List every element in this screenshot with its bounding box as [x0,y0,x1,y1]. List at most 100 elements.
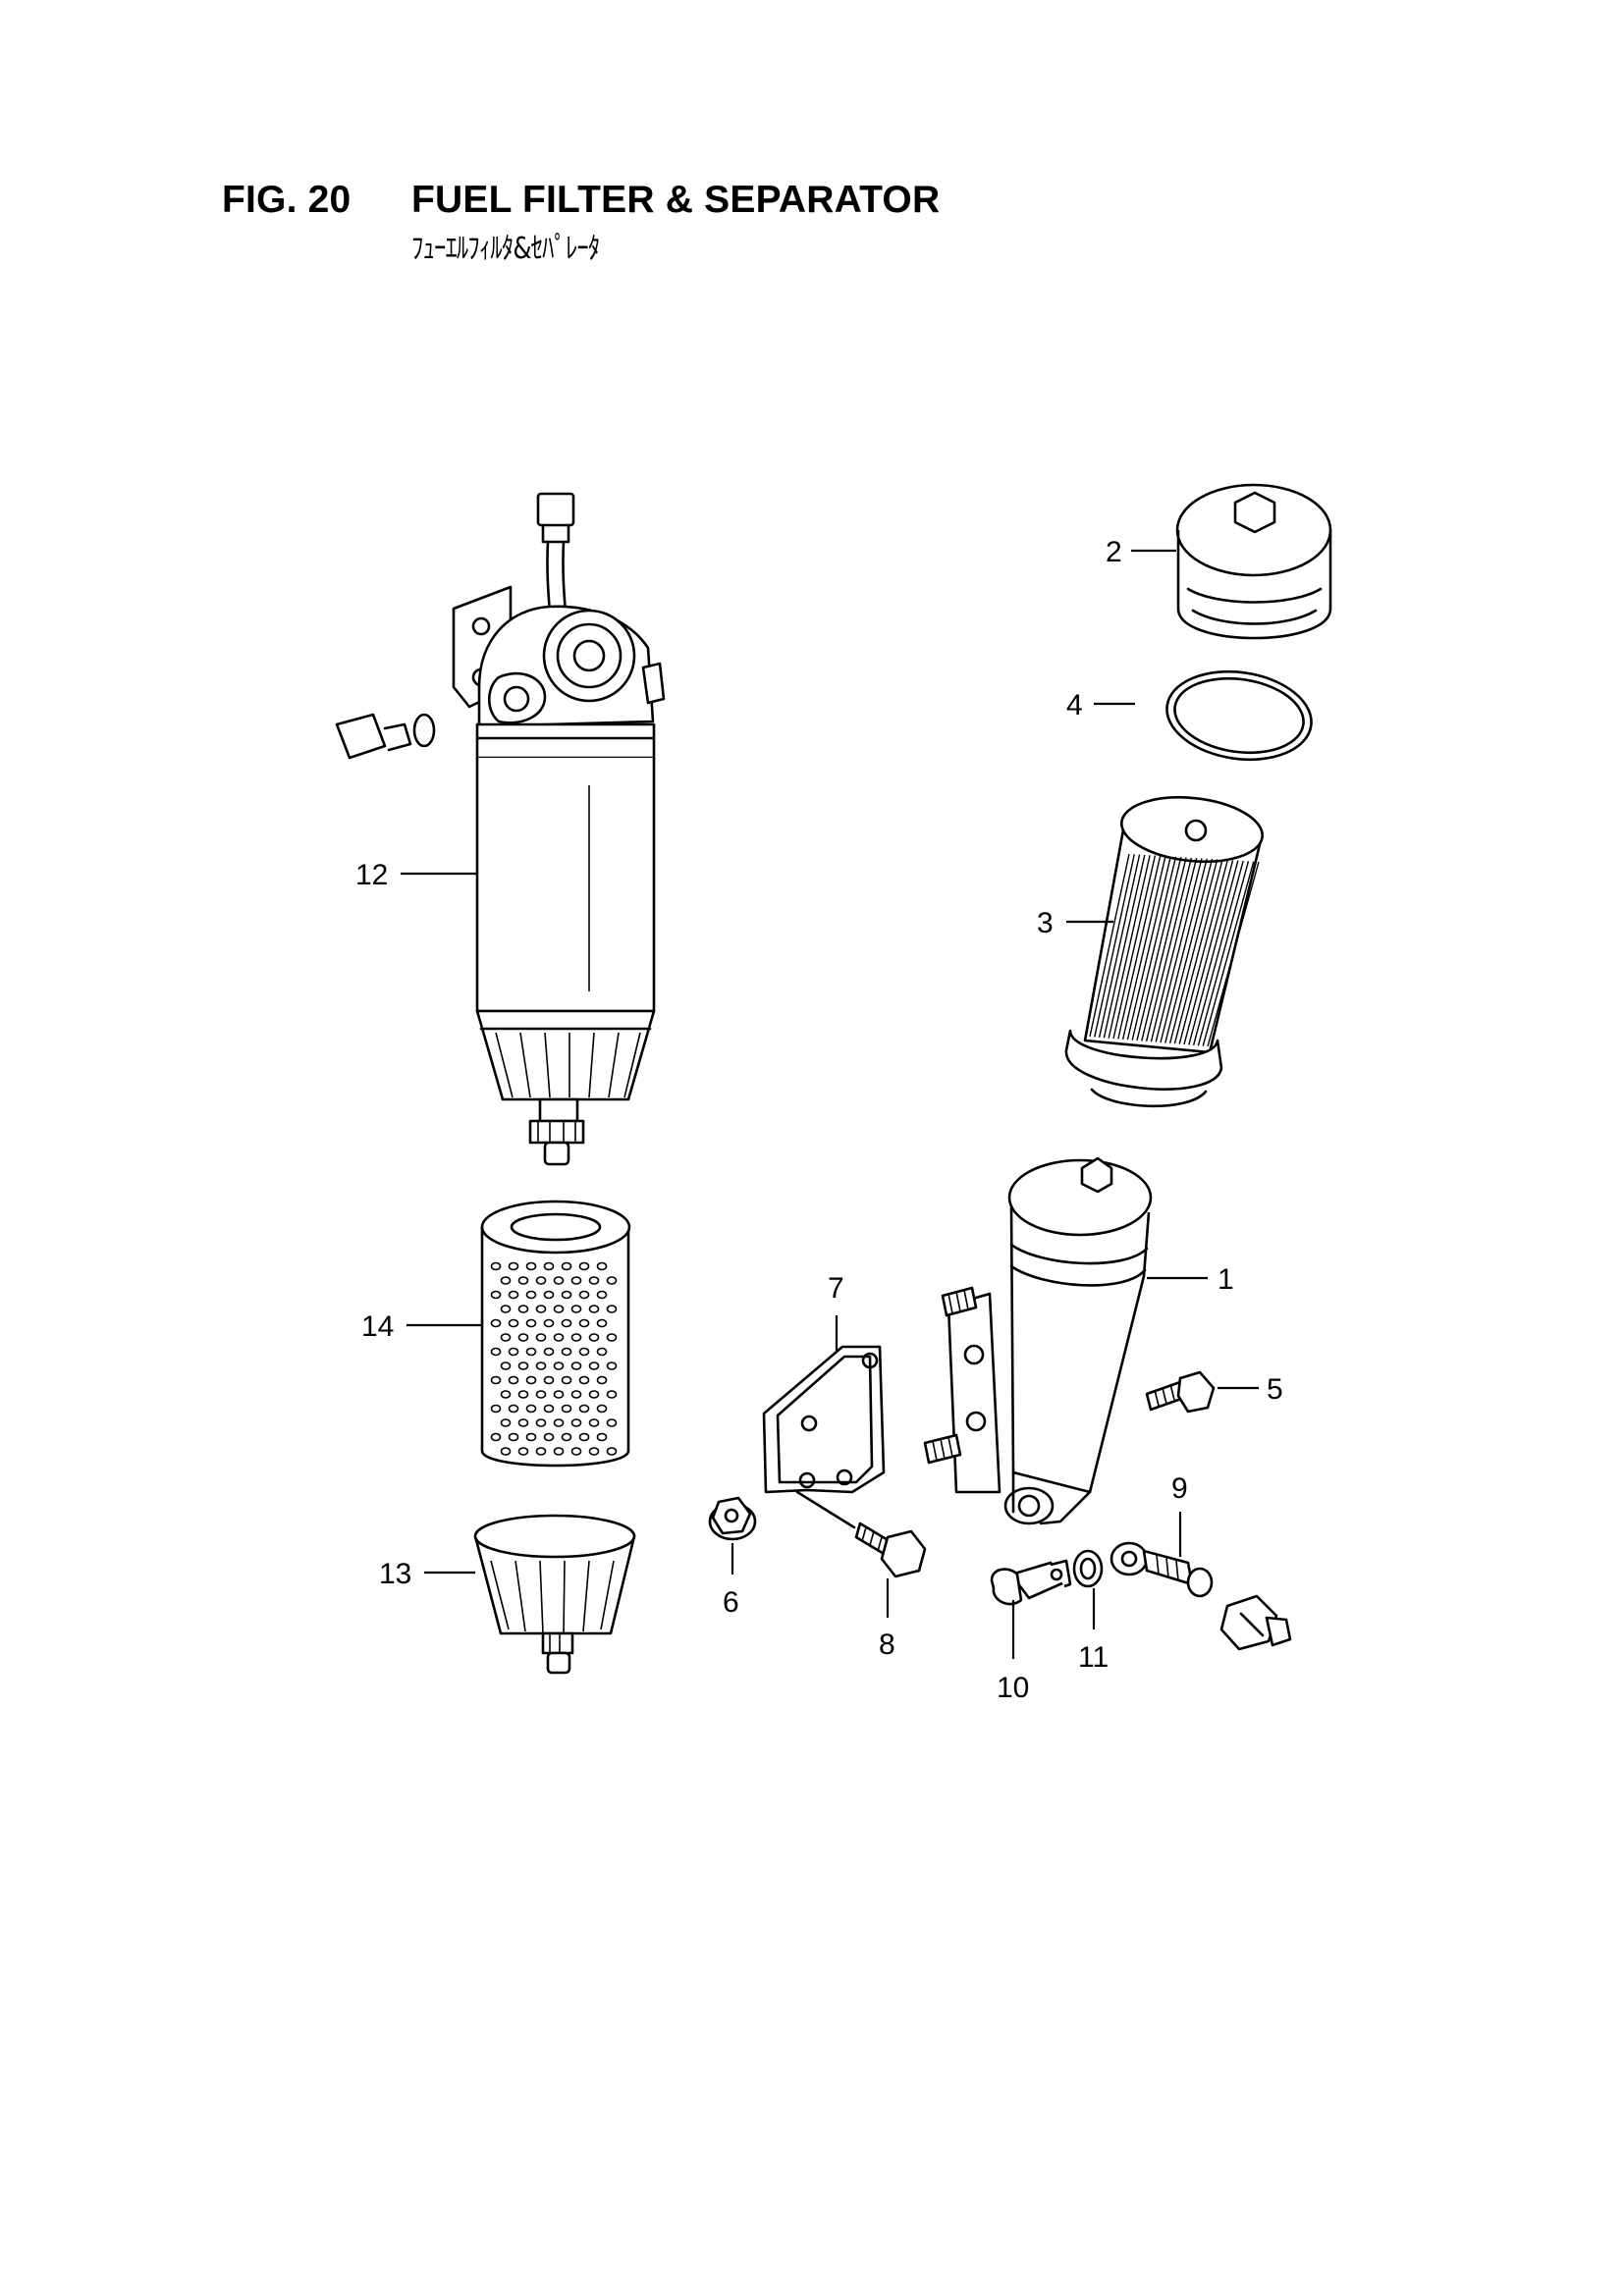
pleat-line [1207,861,1260,1047]
perforation-hole [543,1290,555,1300]
perforation-hole [490,1404,502,1414]
perforation-hole [525,1432,537,1442]
perforation-hole [588,1276,600,1285]
perforation-hole [606,1362,618,1370]
part-10-banjo-bolt [990,1559,1072,1606]
perforation-hole [535,1305,547,1313]
pleat-line [1126,856,1171,1041]
perforation-hole [570,1276,582,1285]
perforation-hole [606,1390,618,1399]
part-9-fitting [1110,1541,1214,1598]
figure-title-japanese: ﾌｭｰｴﾙﾌｨﾙﾀ&ｾﾊﾟﾚｰﾀ [411,232,600,266]
perforation-hole [525,1404,537,1414]
perforation-hole [606,1305,618,1313]
part-12-separator-assembly [335,492,666,1166]
pleat-line [1192,860,1244,1045]
part-8-bolt [795,1490,927,1578]
part-4-o-ring [1165,669,1313,762]
figure-number: FIG. 20 [222,179,352,221]
perforation-hole [570,1305,582,1313]
perforation-hole [543,1404,555,1414]
figure-title: FUEL FILTER & SEPARATOR [411,179,941,221]
perforation-hole [543,1432,555,1442]
perforation-hole [588,1305,600,1313]
perforation-hole [578,1318,590,1328]
perforation-hole [517,1362,529,1370]
perforation-hole [508,1347,519,1357]
part-13-bowl [473,1514,636,1675]
perforation-hole [490,1290,502,1300]
part-5-bolt [1145,1370,1216,1414]
perforation-hole [517,1418,529,1427]
perforation-hole [490,1375,502,1385]
perforation-hole [508,1404,519,1414]
perforation-hole [535,1276,547,1285]
perforation-hole [588,1362,600,1370]
perforation-hole [500,1333,512,1342]
perforation-hole [606,1333,618,1342]
perforation-hole [490,1347,502,1357]
callout-2: 2 [1106,536,1122,568]
perforation-hole [535,1362,547,1370]
pleat-line [1117,855,1162,1040]
perforation-hole [553,1418,565,1427]
perforation-hole [596,1375,608,1385]
perforation-hole [588,1418,600,1427]
perforation-hole [596,1318,608,1328]
perforation-hole [517,1276,529,1285]
perforation-hole [596,1261,608,1271]
perforation-hole [508,1432,519,1442]
pleat-line [1108,855,1151,1039]
part-6-nut [708,1496,757,1541]
pleat-line [1103,854,1146,1039]
pleat-line [1141,857,1187,1041]
perforation-hole [570,1362,582,1370]
callout-7: 7 [828,1272,844,1305]
perforation-hole [561,1261,572,1271]
perforation-hole [570,1447,582,1456]
perforation-hole [517,1447,529,1456]
perforation-hole [578,1375,590,1385]
perforation-hole [553,1333,565,1342]
perforation-hole [561,1347,572,1357]
callout-5: 5 [1267,1373,1283,1406]
perforation-hole [525,1347,537,1357]
callout-12: 12 [355,859,388,891]
perforation-hole [500,1305,512,1313]
perforation-hole [596,1432,608,1442]
pleat-line [1202,861,1255,1046]
perforation-hole [525,1261,537,1271]
pleat-line [1168,859,1218,1043]
perforation-hole [500,1447,512,1456]
perforation-hole [578,1404,590,1414]
perforation-hole [517,1333,529,1342]
perforation-hole [508,1318,519,1328]
pleat-line [1121,856,1166,1040]
pleat-line [1173,859,1223,1044]
callout-8: 8 [879,1629,895,1661]
pleat-line [1098,854,1141,1038]
pleat-line [1155,858,1203,1042]
perforation-hole [535,1447,547,1456]
part-2-cap [1175,483,1332,640]
perforation-hole [535,1390,547,1399]
perforation-hole [500,1276,512,1285]
perforation-hole [606,1418,618,1427]
callout-10: 10 [997,1672,1029,1704]
perforation-hole [561,1318,572,1328]
perforation-hole [596,1404,608,1414]
perforation-hole [535,1333,547,1342]
pleat-line [1131,856,1177,1041]
perforation-hole [490,1432,502,1442]
perforation-hole [508,1375,519,1385]
perforation-hole [596,1290,608,1300]
pleat-line [1150,857,1198,1042]
callout-14: 14 [361,1310,394,1343]
perforation-hole [606,1447,618,1456]
part-7-bracket [762,1345,886,1494]
callout-11: 11 [1078,1641,1109,1674]
callout-9: 9 [1171,1472,1188,1505]
pleat-line [1197,861,1250,1046]
perforation-hole [543,1375,555,1385]
